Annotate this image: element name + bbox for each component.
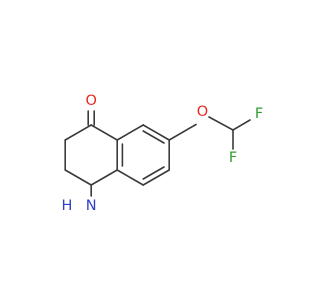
bond-c6-c5-inner: [142, 166, 165, 180]
oxygen-ketone-label: O: [85, 93, 96, 109]
bond-c1-c2: [64, 124, 92, 141]
oxygen-ether-label: O: [197, 104, 208, 120]
bond-o-cf2: [208, 116, 234, 131]
bond-c8a-c8: [116, 124, 144, 141]
bond-c-f-top: [232, 119, 251, 131]
bond-group: [64, 110, 251, 197]
amine-n-label: N: [86, 198, 97, 214]
bond-c3-c4: [64, 169, 92, 186]
atom-label-group: O O F F N H: [62, 93, 264, 214]
molecule-structure: O O F F N H: [62, 93, 264, 214]
bond-c1-c8a: [90, 124, 118, 141]
fluorine-bottom-label: F: [229, 150, 237, 166]
bond-c7-o-ether: [168, 123, 197, 141]
bond-c8-c7: [142, 124, 170, 141]
bond-c4-c4a: [90, 169, 118, 186]
bond-c6-c5: [142, 169, 170, 186]
bond-c8-c7-inner: [142, 130, 165, 144]
bond-c5-c4a: [116, 169, 144, 186]
fluorine-top-label: F: [255, 106, 263, 122]
amine-h-label: H: [62, 198, 73, 214]
